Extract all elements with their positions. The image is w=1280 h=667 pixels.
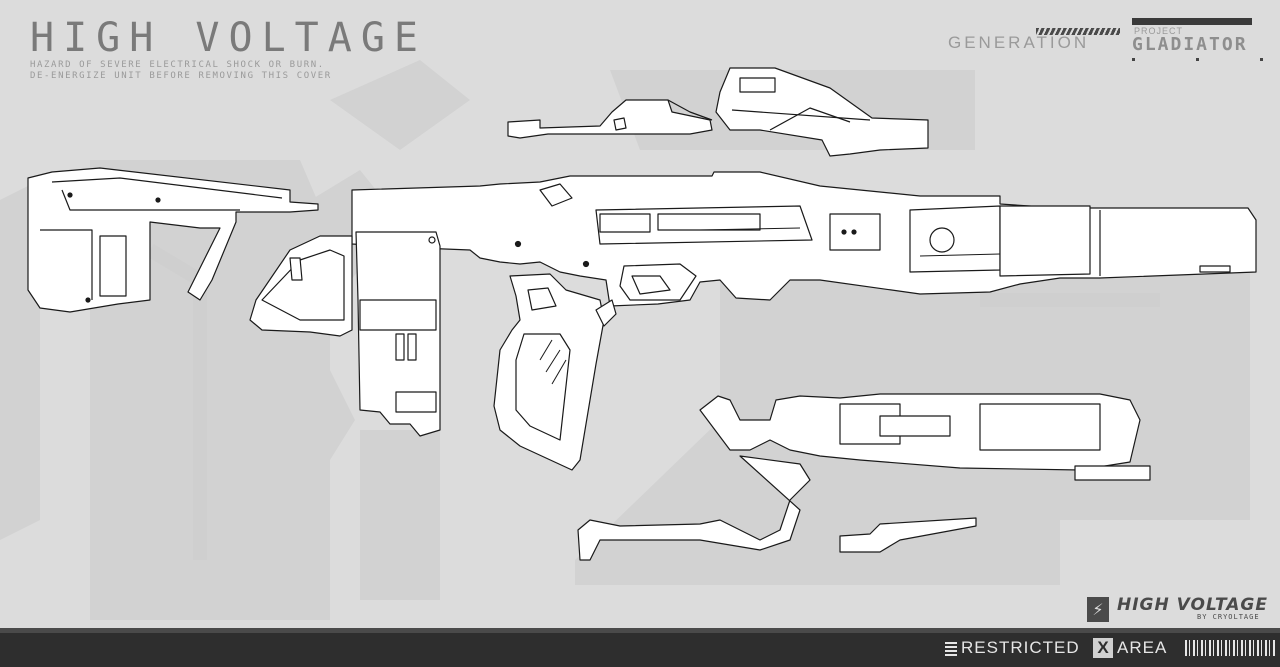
footer-strip bbox=[0, 628, 1280, 633]
grip-part bbox=[493, 273, 617, 471]
stock-part bbox=[27, 167, 319, 313]
project-label: PROJECT bbox=[1134, 26, 1184, 36]
page-title: HIGH VOLTAGE bbox=[30, 15, 427, 61]
footer-x-mark: X bbox=[1093, 638, 1113, 658]
generation-stripe bbox=[1036, 28, 1120, 35]
warning-text: HAZARD OF SEVERE ELECTRICAL SHOCK OR BUR… bbox=[30, 60, 332, 82]
receiver-part bbox=[351, 171, 1257, 307]
restricted-area-banner: RESTRICTED X AREA bbox=[945, 638, 1280, 658]
handguard-part bbox=[249, 235, 353, 337]
footer-lines-decoration bbox=[945, 640, 957, 656]
lightning-bolt-icon: ⚡ bbox=[1087, 597, 1109, 622]
magazine-part bbox=[355, 231, 441, 437]
high-voltage-logo: ⚡ HIGH VOLTAGE BY CRYOLTAGE bbox=[1087, 595, 1275, 622]
project-bar bbox=[1132, 18, 1252, 25]
footer-restricted-text: RESTRICTED bbox=[961, 638, 1080, 657]
project-dots bbox=[1132, 58, 1264, 62]
footer-area-text: AREA bbox=[1117, 638, 1168, 657]
underbarrel-part bbox=[577, 393, 1151, 561]
sight-part bbox=[715, 67, 929, 157]
logo-subtitle: BY CRYOLTAGE bbox=[1197, 613, 1260, 621]
generation-label: GENERATION bbox=[948, 33, 1090, 52]
footer-bar bbox=[0, 628, 1280, 667]
warning-line-1: HAZARD OF SEVERE ELECTRICAL SHOCK OR BUR… bbox=[30, 60, 325, 70]
top-rail-part bbox=[507, 99, 713, 139]
warning-line-2: DE-ENERGIZE UNIT BEFORE REMOVING THIS CO… bbox=[30, 71, 332, 81]
project-name: GLADIATOR bbox=[1132, 34, 1248, 55]
footer-barcode-decoration bbox=[1185, 640, 1275, 656]
logo-title: HIGH VOLTAGE bbox=[1117, 595, 1268, 615]
